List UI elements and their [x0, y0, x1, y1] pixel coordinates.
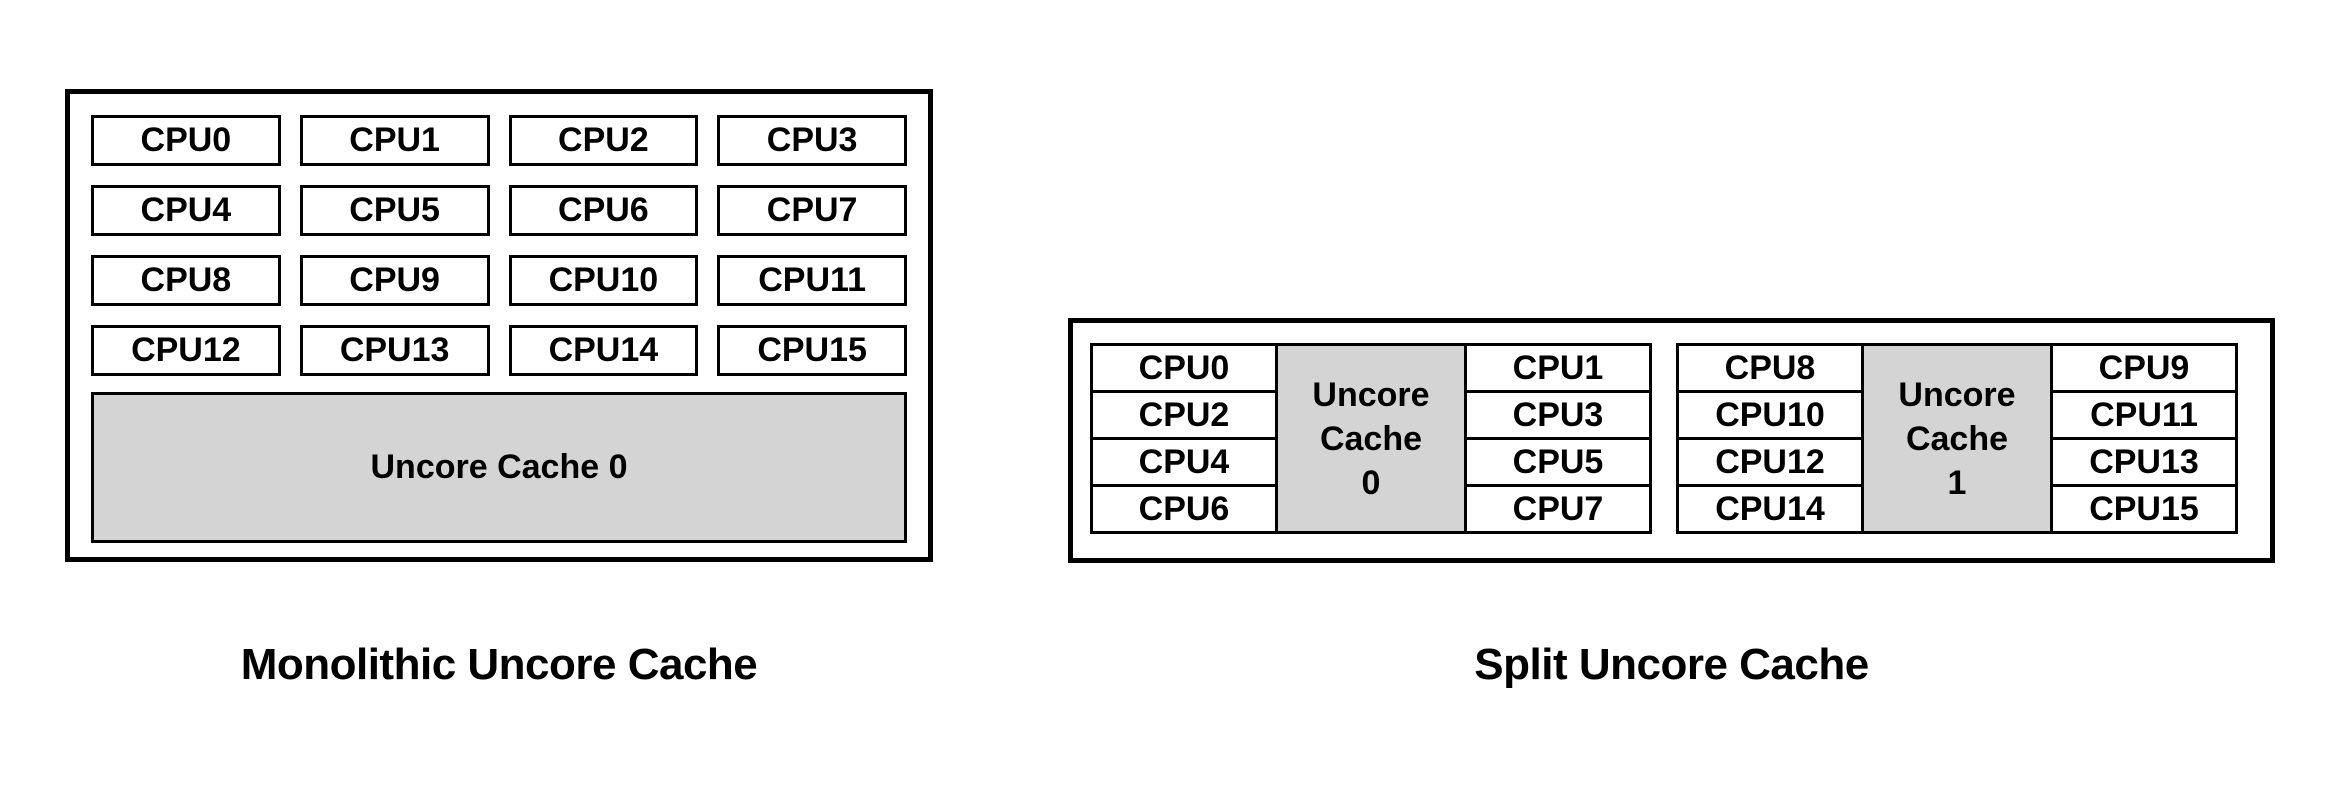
monolithic-diagram: CPU0 CPU1 CPU2 CPU3 CPU4 CPU5 CPU6 CPU7 … — [65, 89, 933, 562]
split-cluster-0: CPU0 CPU2 CPU4 CPU6 Uncore Cache 0 CPU1 … — [1090, 343, 1652, 534]
cpu-box: CPU15 — [717, 325, 907, 376]
cluster0-left-column: CPU0 CPU2 CPU4 CPU6 — [1090, 343, 1278, 534]
monolithic-cpu-grid: CPU0 CPU1 CPU2 CPU3 CPU4 CPU5 CPU6 CPU7 … — [91, 115, 907, 376]
cpu-box: CPU1 — [299, 115, 490, 166]
cpu-box: CPU8 — [91, 255, 281, 306]
cpu-box: CPU9 — [299, 255, 490, 306]
cpu-cell: CPU3 — [1464, 390, 1652, 440]
cluster0-right-column: CPU1 CPU3 CPU5 CPU7 — [1464, 343, 1652, 534]
cpu-cell: CPU14 — [1676, 484, 1864, 534]
uncore-cache-0-box: Uncore Cache 0 — [91, 392, 907, 543]
cpu-cell: CPU8 — [1676, 343, 1864, 393]
cpu-cell: CPU10 — [1676, 390, 1864, 440]
cpu-cell: CPU1 — [1464, 343, 1652, 393]
cpu-cell: CPU7 — [1464, 484, 1652, 534]
cache-label-line: Cache — [1319, 419, 1423, 458]
cache-label-line: 0 — [1361, 463, 1381, 502]
cpu-box: CPU7 — [717, 185, 907, 236]
cache-label-line: Uncore — [1312, 375, 1430, 414]
cpu-box: CPU2 — [508, 115, 699, 166]
cpu-box: CPU4 — [91, 185, 281, 236]
cpu-box: CPU11 — [717, 255, 907, 306]
cpu-cell: CPU4 — [1090, 437, 1278, 487]
cache-label-line: Cache — [1905, 419, 2009, 458]
cpu-box: CPU12 — [91, 325, 281, 376]
cpu-cell: CPU2 — [1090, 390, 1278, 440]
split-diagram: CPU0 CPU2 CPU4 CPU6 Uncore Cache 0 CPU1 … — [1068, 318, 2275, 563]
cluster1-left-column: CPU8 CPU10 CPU12 CPU14 — [1676, 343, 1864, 534]
cpu-cell: CPU15 — [2050, 484, 2238, 534]
cpu-cell: CPU11 — [2050, 390, 2238, 440]
split-caption: Split Uncore Cache — [1474, 640, 1869, 689]
cpu-cell: CPU5 — [1464, 437, 1652, 487]
cpu-box: CPU3 — [717, 115, 907, 166]
cpu-box: CPU6 — [508, 185, 699, 236]
cpu-box: CPU14 — [508, 325, 699, 376]
cache-label-line: Uncore — [1898, 375, 2016, 414]
cpu-cell: CPU6 — [1090, 484, 1278, 534]
uncore-cache-0-split-box: Uncore Cache 0 — [1275, 343, 1467, 534]
cpu-cell: CPU9 — [2050, 343, 2238, 393]
cpu-box: CPU5 — [299, 185, 490, 236]
split-cluster-1: CPU8 CPU10 CPU12 CPU14 Uncore Cache 1 CP… — [1676, 343, 2238, 534]
cpu-cell: CPU13 — [2050, 437, 2238, 487]
monolithic-caption: Monolithic Uncore Cache — [240, 640, 758, 689]
cluster1-right-column: CPU9 CPU11 CPU13 CPU15 — [2050, 343, 2238, 534]
uncore-cache-1-split-box: Uncore Cache 1 — [1861, 343, 2053, 534]
cpu-box: CPU0 — [91, 115, 281, 166]
cpu-cell: CPU0 — [1090, 343, 1278, 393]
cache-label-line: 1 — [1947, 463, 1967, 502]
cpu-box: CPU10 — [508, 255, 699, 306]
cpu-cell: CPU12 — [1676, 437, 1864, 487]
cpu-box: CPU13 — [299, 325, 490, 376]
